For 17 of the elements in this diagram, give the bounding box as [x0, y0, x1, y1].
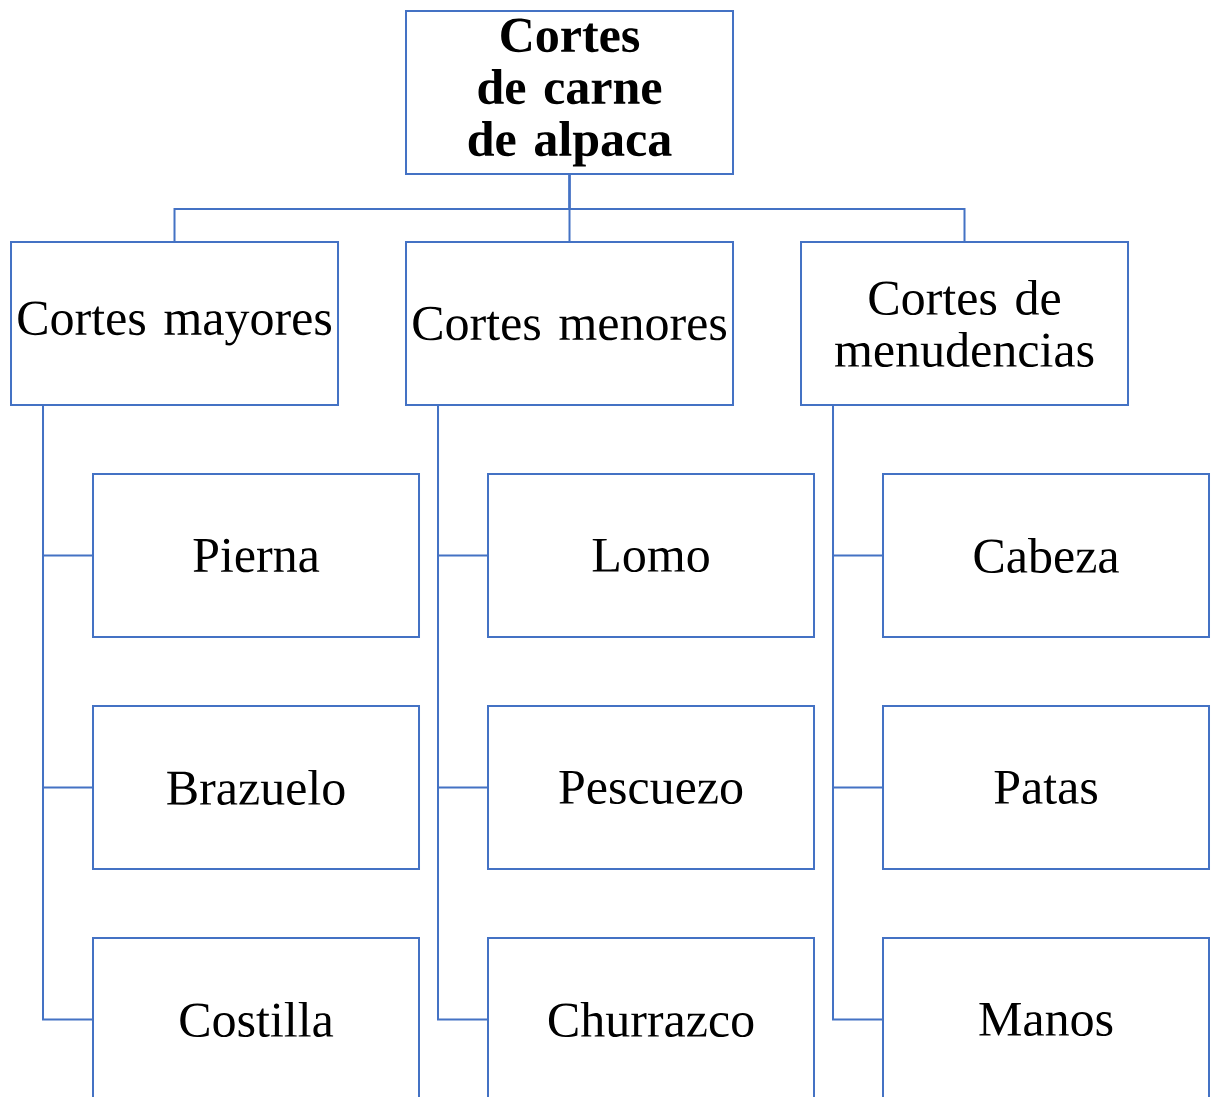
- connector-line: [832, 405, 883, 1021]
- title-box: Cortes de carne de alpaca: [405, 10, 734, 175]
- connector-line: [437, 405, 488, 1021]
- cut-box: Cabeza: [882, 473, 1210, 638]
- category-box: Cortes mayores: [10, 241, 339, 406]
- cut-box: Manos: [882, 937, 1210, 1097]
- cut-box: Churrazco: [487, 937, 815, 1097]
- connector-line: [568, 174, 966, 242]
- cut-box: Pescuezo: [487, 705, 815, 870]
- category-box: Cortes menores: [405, 241, 734, 406]
- cut-box: Costilla: [92, 937, 420, 1097]
- cut-box: Brazuelo: [92, 705, 420, 870]
- cut-box: Lomo: [487, 473, 815, 638]
- connector-line: [42, 405, 93, 1021]
- cut-box: Pierna: [92, 473, 420, 638]
- cut-box: Patas: [882, 705, 1210, 870]
- category-box: Cortes de menudencias: [800, 241, 1129, 406]
